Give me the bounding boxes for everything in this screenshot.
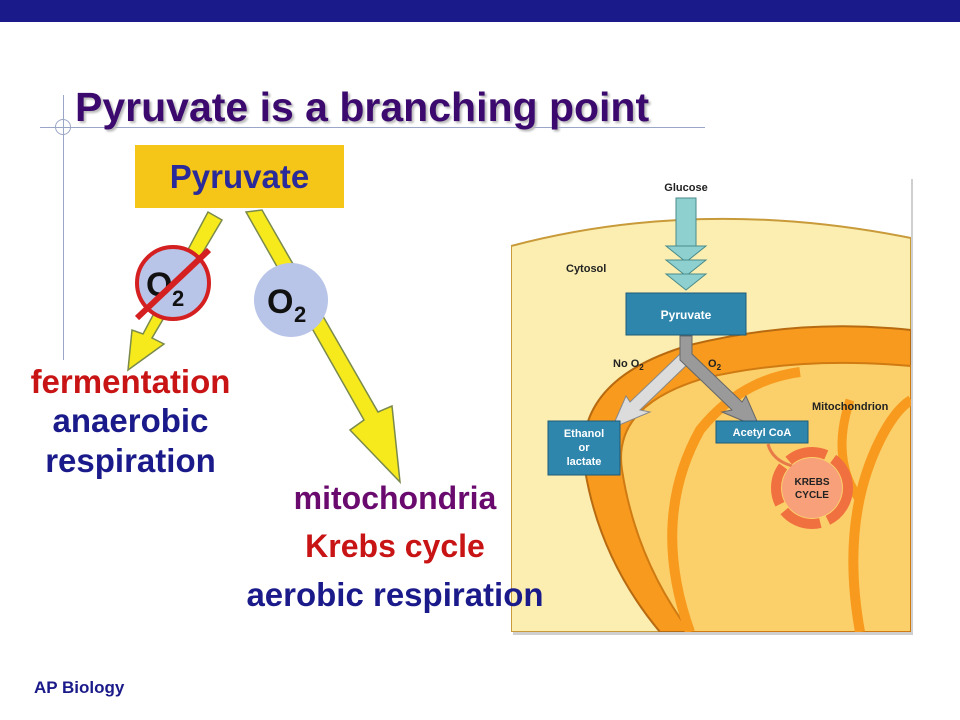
- top-banner: [0, 0, 960, 22]
- anaerobic-respiration-label: respiration: [45, 442, 216, 479]
- figure-pyruvate-label: Pyruvate: [661, 308, 712, 322]
- krebs-cycle-label: Krebs cycle: [305, 528, 485, 564]
- decor-crosshair-circle: [55, 119, 71, 135]
- decor-vertical-line: [63, 95, 64, 360]
- aerobic-arrow: [244, 209, 401, 485]
- no-oxygen-symbol: O 2: [134, 245, 212, 321]
- aerobic-respiration-label: aerobic respiration: [246, 576, 544, 613]
- fermentation-label: fermentation: [30, 363, 231, 400]
- oxygen-o: O: [267, 283, 293, 321]
- no-o2-label: No O: [613, 358, 640, 370]
- slide-title: Pyruvate is a branching point: [75, 84, 650, 130]
- svg-text:No O2: No O2: [613, 358, 644, 372]
- lactate-label: lactate: [567, 456, 602, 468]
- anaerobic-label: anaerobic: [52, 402, 209, 439]
- no-o2-subscript: 2: [639, 363, 644, 372]
- ethanol-label: Ethanol: [564, 428, 604, 440]
- mitochondria-label: mitochondria: [293, 480, 497, 516]
- decor-horizontal-line: [40, 127, 705, 128]
- acetyl-coa-label: Acetyl CoA: [733, 427, 792, 439]
- respiration-figure: Glucose Cytosol Pyruvate No O2 O2 Mitoch…: [511, 176, 913, 635]
- o2-subscript: 2: [717, 363, 722, 372]
- oxygen-subscript: 2: [294, 302, 306, 327]
- o2-label: O: [708, 358, 717, 370]
- glucose-label: Glucose: [664, 182, 707, 194]
- footer-course-label: AP Biology: [34, 678, 125, 697]
- or-label: or: [579, 442, 591, 454]
- svg-text:O2: O2: [708, 358, 722, 372]
- oxygen-symbol: O 2: [254, 263, 328, 337]
- cytosol-label: Cytosol: [566, 263, 606, 275]
- no-oxygen-subscript: 2: [172, 286, 184, 311]
- pyruvate-box: Pyruvate: [135, 145, 344, 208]
- mitochondrion-label: Mitochondrion: [812, 401, 889, 413]
- krebs-label-line1: KREBS: [794, 477, 829, 488]
- krebs-label-line2: CYCLE: [795, 490, 829, 501]
